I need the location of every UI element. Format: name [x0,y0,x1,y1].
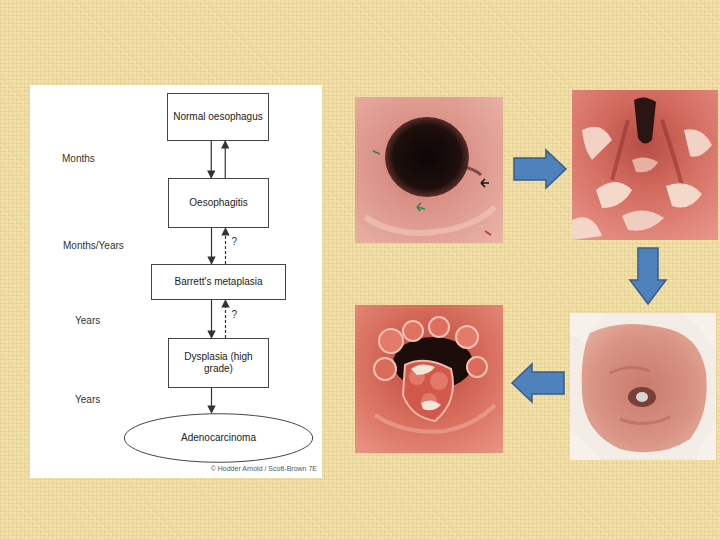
uncertainty-mark: ? [231,309,239,321]
progression-arrow [225,300,226,338]
progression-arrow [211,388,212,413]
progression-arrow [211,228,212,264]
stage-box: Normal oesophagus [167,93,269,141]
progression-arrow [211,300,212,338]
outcome-ellipse: Adenocarcinoma [123,413,314,463]
stage-label: Adenocarcinoma [181,432,256,444]
copyright-note: © Hodder Arnold / Scott-Brown 7E [211,463,317,475]
endoscopy-photo [572,90,718,240]
time-label: Months [62,153,95,165]
time-label: Months/Years [63,240,124,252]
progression-arrow [225,228,226,264]
stage-box: Oesophagitis [168,178,269,228]
stage-label: Normal oesophagus [173,111,263,123]
flow-arrow [512,148,568,190]
endoscopy-photo [570,313,716,460]
stage-label: Barrett's metaplasia [174,276,262,288]
time-label: Years [75,394,100,406]
flow-arrow [510,362,566,404]
endoscopy-photo [355,305,503,453]
progression-arrow [225,141,226,178]
uncertainty-mark: ? [231,236,239,248]
endoscopy-photo [355,97,503,243]
stage-label: Dysplasia (high grade) [184,351,254,375]
flowchart-panel: Normal oesophagusOesophagitisBarrett's m… [30,85,322,478]
stage-box: Dysplasia (high grade) [168,338,269,388]
stage-label: Oesophagitis [189,197,247,209]
progression-arrow [211,141,212,178]
time-label: Years [75,315,100,327]
stage-box: Barrett's metaplasia [151,264,286,300]
flow-arrow [628,246,668,306]
